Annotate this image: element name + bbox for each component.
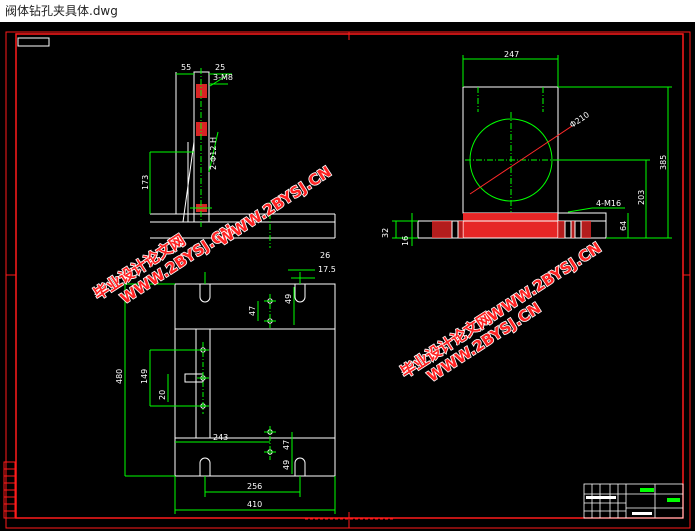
side-view: 55 25 3-M8 2-Φ12 H 173 xyxy=(141,63,336,248)
dim-64: 64 xyxy=(619,221,628,231)
dim-20: 20 xyxy=(158,390,167,400)
dim-25: 25 xyxy=(215,63,225,72)
dim-26: 26 xyxy=(320,251,330,260)
dim-410: 410 xyxy=(247,500,262,509)
corner-label-box xyxy=(17,37,50,47)
dim-256: 256 xyxy=(247,482,262,491)
dim-480: 480 xyxy=(115,369,124,384)
window-title: 阀体钻孔夹具体.dwg xyxy=(0,0,695,22)
dim-55: 55 xyxy=(181,63,191,72)
dim-385: 385 xyxy=(659,155,668,170)
svg-text:WWW.2BYSJ.CN: WWW.2BYSJ.CN xyxy=(214,163,334,250)
svg-text:WWW.2BYSJ.CN: WWW.2BYSJ.CN xyxy=(484,239,604,326)
dim-32: 32 xyxy=(381,228,390,238)
dim-d210: Φ210 xyxy=(568,110,591,130)
dim-47-top: 47 xyxy=(248,306,257,316)
top-view: 26 17.5 49 47 480 149 20 243 47 49 256 4… xyxy=(115,251,336,514)
front-view: 247 Φ210 385 203 4-M16 64 32 16 xyxy=(381,50,672,246)
dim-247: 247 xyxy=(504,50,519,59)
dim-49-top: 49 xyxy=(284,294,293,304)
note-3-m8: 3-M8 xyxy=(213,73,233,82)
outer-frame xyxy=(5,31,691,529)
dim-17-5: 17.5 xyxy=(318,265,336,274)
watermark-left: 毕业设计论文网 WWW.2BYSJ.CN xyxy=(90,220,238,308)
note-2-d12: 2-Φ12 H xyxy=(209,137,218,170)
dim-203: 203 xyxy=(637,190,646,205)
dim-173: 173 xyxy=(141,175,150,190)
drawing-canvas[interactable]: 55 25 3-M8 2-Φ12 H 173 xyxy=(0,22,695,531)
dim-149: 149 xyxy=(140,369,149,384)
dim-47-bottom: 47 xyxy=(282,440,291,450)
dim-49-bottom: 49 xyxy=(282,460,291,470)
dim-16: 16 xyxy=(401,236,410,246)
watermark-upper-right: WWW.2BYSJ.CN xyxy=(484,238,606,326)
watermark-center: WWW.2BYSJ.CN xyxy=(214,162,336,250)
title-block xyxy=(583,483,684,519)
note-4-m16: 4-M16 xyxy=(596,199,621,208)
dim-243: 243 xyxy=(213,433,228,442)
left-strip-table xyxy=(3,461,16,519)
